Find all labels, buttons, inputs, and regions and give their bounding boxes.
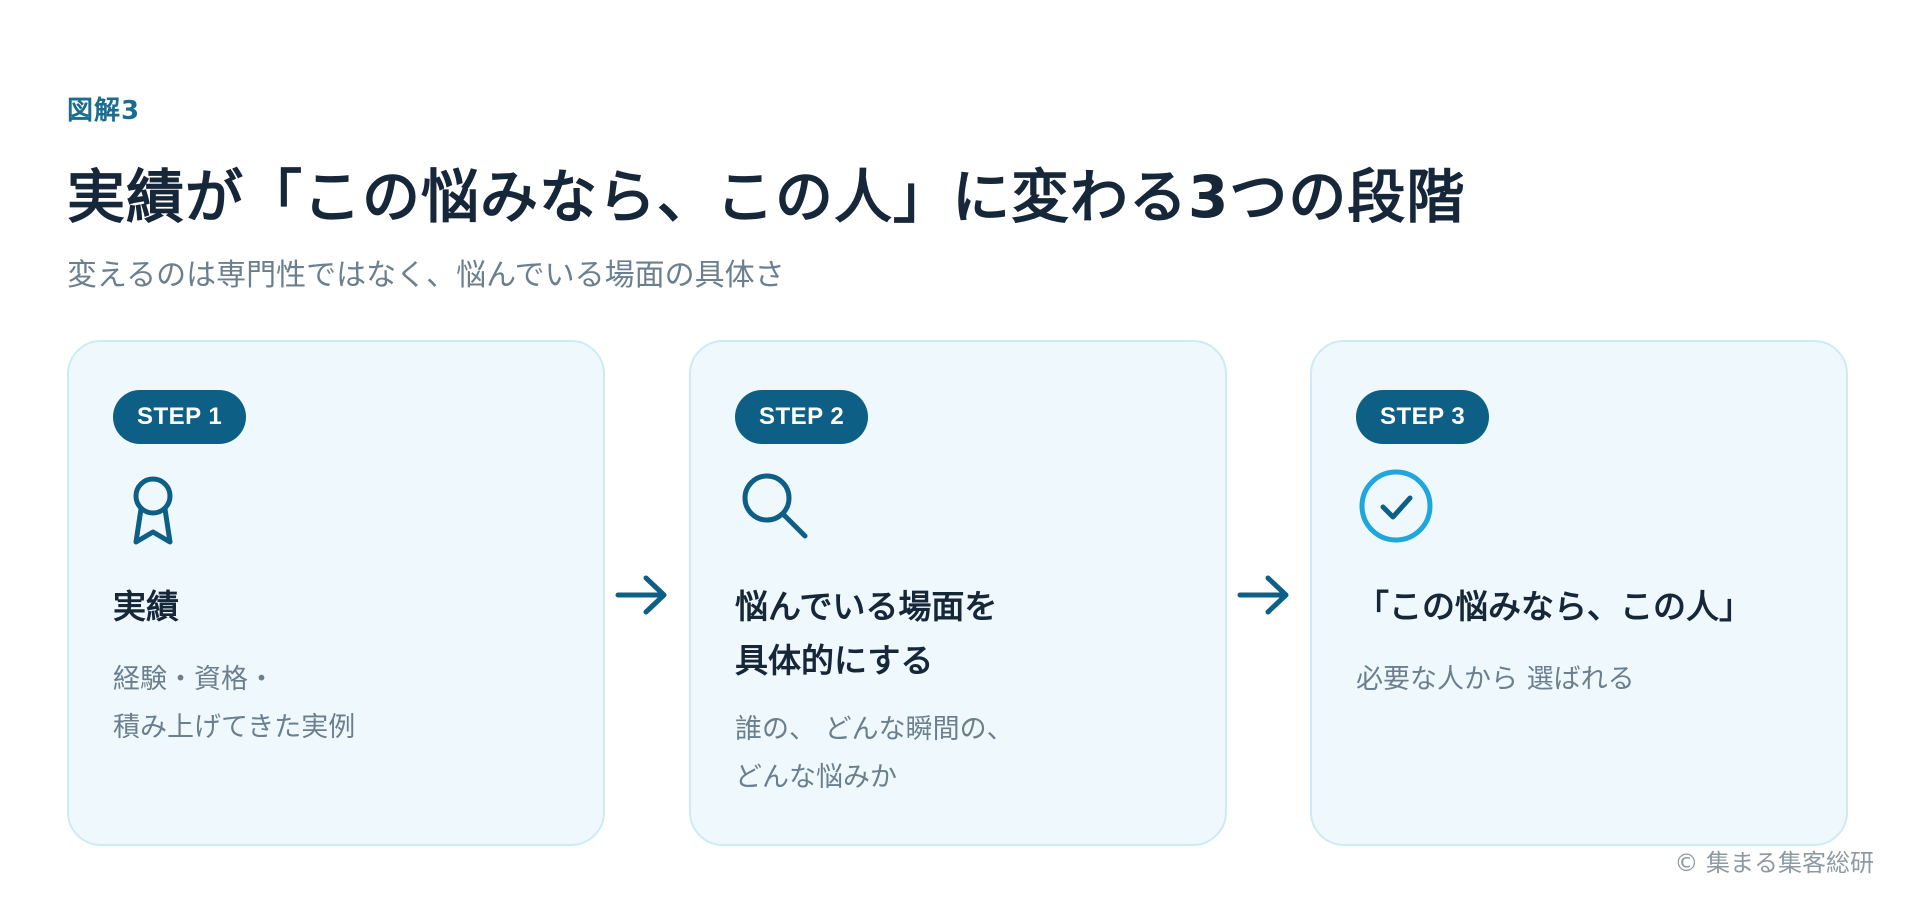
step-card-3: STEP 3 「この悩みなら、この人」 必要な人から 選ばれる — [1310, 340, 1848, 846]
step-badge-3: STEP 3 — [1356, 390, 1490, 444]
step-badge-2: STEP 2 — [735, 390, 869, 444]
page-title: 実績が「この悩みなら、この人」に変わる3つの段階 — [67, 163, 1466, 231]
award-ribbon-icon — [133, 476, 173, 545]
step-description-2: 誰の、 どんな瞬間の、 どんな悩みか — [735, 714, 1014, 793]
step-heading-3: 「この悩みなら、この人」 — [1356, 587, 1752, 626]
step-description-3: 必要な人から 選ばれる — [1356, 664, 1635, 695]
step-card-2: STEP 2 悩んでいる場面を 具体的にする 誰の、 どんな瞬間の、 どんな悩み… — [689, 340, 1227, 846]
step-heading-2: 悩んでいる場面を 具体的にする — [735, 587, 998, 680]
step-heading-1: 実績 — [113, 587, 179, 626]
search-icon — [742, 473, 808, 539]
arrow-right-icon — [615, 575, 667, 615]
step-badge-1: STEP 1 — [113, 390, 247, 444]
check-circle-icon — [1359, 469, 1433, 543]
step-description-1: 経験・資格・ 積み上げてきた実例 — [113, 664, 356, 743]
step-card-1: STEP 1 実績 経験・資格・ 積み上げてきた実例 — [67, 340, 605, 846]
copyright-text: © 集まる集客総研 — [1674, 849, 1874, 877]
eyebrow-label: 図解3 — [67, 96, 141, 126]
page-subtitle: 変えるのは専門性ではなく、悩んでいる場面の具体さ — [67, 258, 785, 293]
arrow-right-icon — [1237, 575, 1289, 615]
